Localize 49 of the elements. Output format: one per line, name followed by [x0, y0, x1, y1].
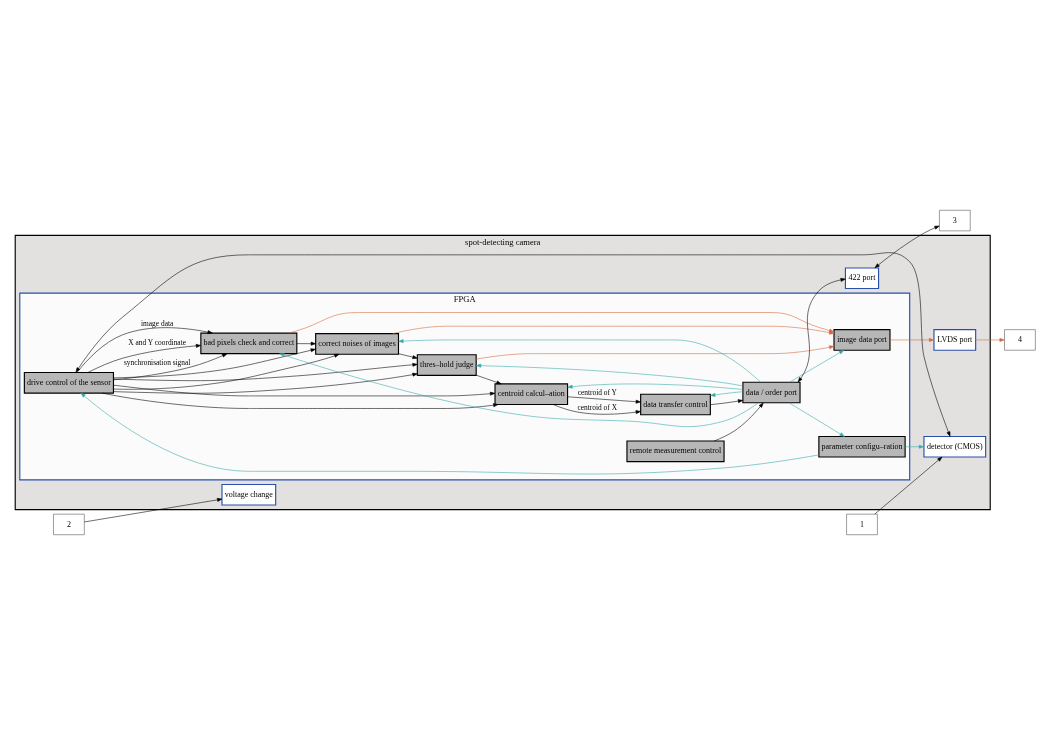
node-box: drive control of the sensor — [23, 371, 115, 394]
arrow — [874, 456, 943, 514]
node-box: image data port — [833, 328, 891, 351]
arrow — [710, 398, 744, 405]
arrow — [76, 326, 213, 373]
arrow — [113, 372, 418, 394]
arrow — [789, 349, 845, 382]
arrow — [975, 337, 1005, 342]
arrow — [113, 347, 316, 378]
arrow — [398, 338, 761, 382]
arrow — [710, 390, 744, 397]
arrow — [797, 277, 846, 382]
node-box: data / order port — [742, 381, 801, 403]
arrow — [84, 497, 223, 522]
arrow — [713, 402, 764, 441]
arrow — [567, 383, 744, 390]
arrow — [475, 374, 502, 384]
node-box: remote measurement control — [626, 439, 725, 462]
node-box: detector (CMOS) — [923, 435, 987, 458]
arrow — [113, 353, 340, 390]
node-box: 1 — [846, 513, 878, 535]
arrow — [567, 396, 641, 404]
arrow — [101, 392, 499, 409]
node-box: correct noises of images — [315, 332, 400, 355]
node-box: 422 port — [844, 266, 880, 289]
node-box: bad pixels check and correct — [200, 332, 298, 354]
arrow — [398, 352, 418, 359]
arrow — [296, 341, 316, 346]
arrow — [874, 225, 940, 268]
arrow — [87, 343, 201, 373]
node-box: data transfer control — [640, 393, 711, 415]
arrow — [552, 403, 641, 415]
node-box: LVDS port — [933, 328, 977, 351]
arrow — [476, 344, 835, 359]
arrow — [904, 444, 925, 449]
arrow — [392, 325, 835, 334]
node-box: 4 — [1004, 328, 1036, 350]
node-box: voltage change — [221, 483, 277, 506]
arrow — [113, 384, 496, 396]
arrow — [113, 362, 418, 381]
node-box: thres–hold judge — [416, 353, 477, 376]
arrow — [889, 337, 935, 342]
arrow — [476, 363, 744, 386]
arrow — [75, 251, 951, 437]
arrow — [788, 402, 845, 437]
node-box: parameter configu–ration — [818, 435, 906, 458]
node-box: 3 — [939, 209, 971, 231]
arrow — [288, 311, 835, 333]
node-box: 2 — [53, 513, 85, 535]
